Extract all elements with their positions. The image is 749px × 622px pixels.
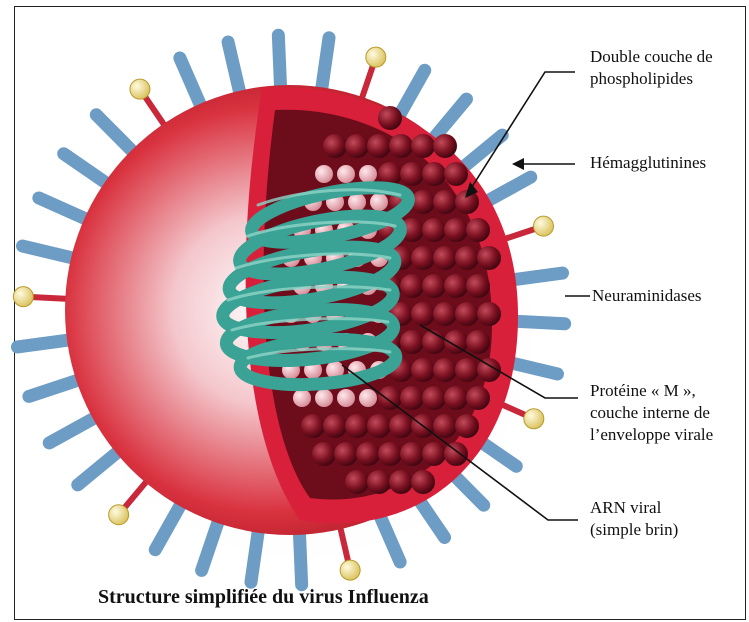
m-protein-sphere	[422, 162, 446, 186]
m-protein-sphere	[433, 302, 457, 326]
m-protein-sphere	[466, 274, 490, 298]
m-protein-sphere	[359, 165, 377, 183]
label-rna: ARN viral (simple brin)	[590, 497, 678, 541]
m-protein-sphere	[477, 246, 501, 270]
m-protein-sphere	[422, 218, 446, 242]
m-protein-sphere	[359, 389, 377, 407]
m-protein-sphere	[301, 414, 325, 438]
m-protein-sphere	[444, 442, 468, 466]
m-protein-sphere	[466, 330, 490, 354]
m-protein-sphere	[433, 134, 457, 158]
m-protein-sphere	[411, 358, 435, 382]
m-protein-sphere	[400, 162, 424, 186]
m-protein-sphere	[389, 470, 413, 494]
neuraminidase-head	[366, 47, 386, 67]
m-protein-sphere	[444, 162, 468, 186]
m-protein-sphere	[411, 302, 435, 326]
m-protein-sphere	[334, 442, 358, 466]
m-protein-sphere	[378, 442, 402, 466]
m-protein-sphere	[312, 442, 336, 466]
m-protein-sphere	[378, 106, 402, 130]
label-neuraminidase: Neuraminidases	[592, 285, 702, 307]
m-protein-sphere	[422, 442, 446, 466]
label-m-protein: Protéine « M », couche interne de l’enve…	[590, 380, 713, 446]
label-bilayer: Double couche de phospholipides	[590, 46, 713, 90]
m-protein-sphere	[400, 274, 424, 298]
m-protein-sphere	[370, 193, 388, 211]
m-protein-sphere	[433, 414, 457, 438]
m-protein-sphere	[400, 330, 424, 354]
m-protein-sphere	[433, 190, 457, 214]
m-protein-sphere	[389, 134, 413, 158]
neuraminidase-head	[130, 79, 150, 99]
m-protein-sphere	[455, 414, 479, 438]
m-protein-sphere	[400, 386, 424, 410]
m-protein-sphere	[455, 246, 479, 270]
m-protein-sphere	[367, 470, 391, 494]
neuraminidase-head	[109, 505, 129, 525]
m-protein-sphere	[367, 134, 391, 158]
m-protein-sphere	[389, 414, 413, 438]
m-protein-sphere	[433, 246, 457, 270]
neuraminidase-head	[533, 216, 553, 236]
m-protein-sphere	[444, 218, 468, 242]
m-protein-sphere	[378, 386, 402, 410]
m-protein-sphere	[411, 246, 435, 270]
arrowhead-hemagglutinin	[512, 158, 524, 170]
m-protein-sphere	[455, 302, 479, 326]
m-protein-sphere	[323, 134, 347, 158]
m-protein-sphere	[356, 442, 380, 466]
neuraminidase-head	[524, 409, 544, 429]
m-protein-sphere	[433, 358, 457, 382]
m-protein-sphere	[411, 470, 435, 494]
diagram-caption: Structure simplifiée du virus Influenza	[98, 586, 429, 609]
neuraminidase-head	[13, 287, 33, 307]
m-protein-sphere	[411, 134, 435, 158]
m-protein-sphere	[477, 302, 501, 326]
m-protein-sphere	[337, 165, 355, 183]
label-hemagglutinin: Hémagglutinines	[590, 152, 706, 174]
m-protein-sphere	[315, 389, 333, 407]
m-protein-sphere	[444, 274, 468, 298]
m-protein-sphere	[455, 358, 479, 382]
m-protein-sphere	[315, 165, 333, 183]
m-protein-sphere	[444, 386, 468, 410]
m-protein-sphere	[466, 218, 490, 242]
m-protein-sphere	[422, 274, 446, 298]
neuraminidase-head	[340, 560, 360, 580]
m-protein-sphere	[345, 414, 369, 438]
m-protein-sphere	[293, 389, 311, 407]
m-protein-sphere	[367, 414, 391, 438]
m-protein-sphere	[422, 386, 446, 410]
m-protein-sphere	[345, 470, 369, 494]
m-protein-sphere	[400, 442, 424, 466]
m-protein-sphere	[345, 134, 369, 158]
m-protein-sphere	[466, 386, 490, 410]
m-protein-sphere	[337, 389, 355, 407]
m-protein-sphere	[323, 414, 347, 438]
